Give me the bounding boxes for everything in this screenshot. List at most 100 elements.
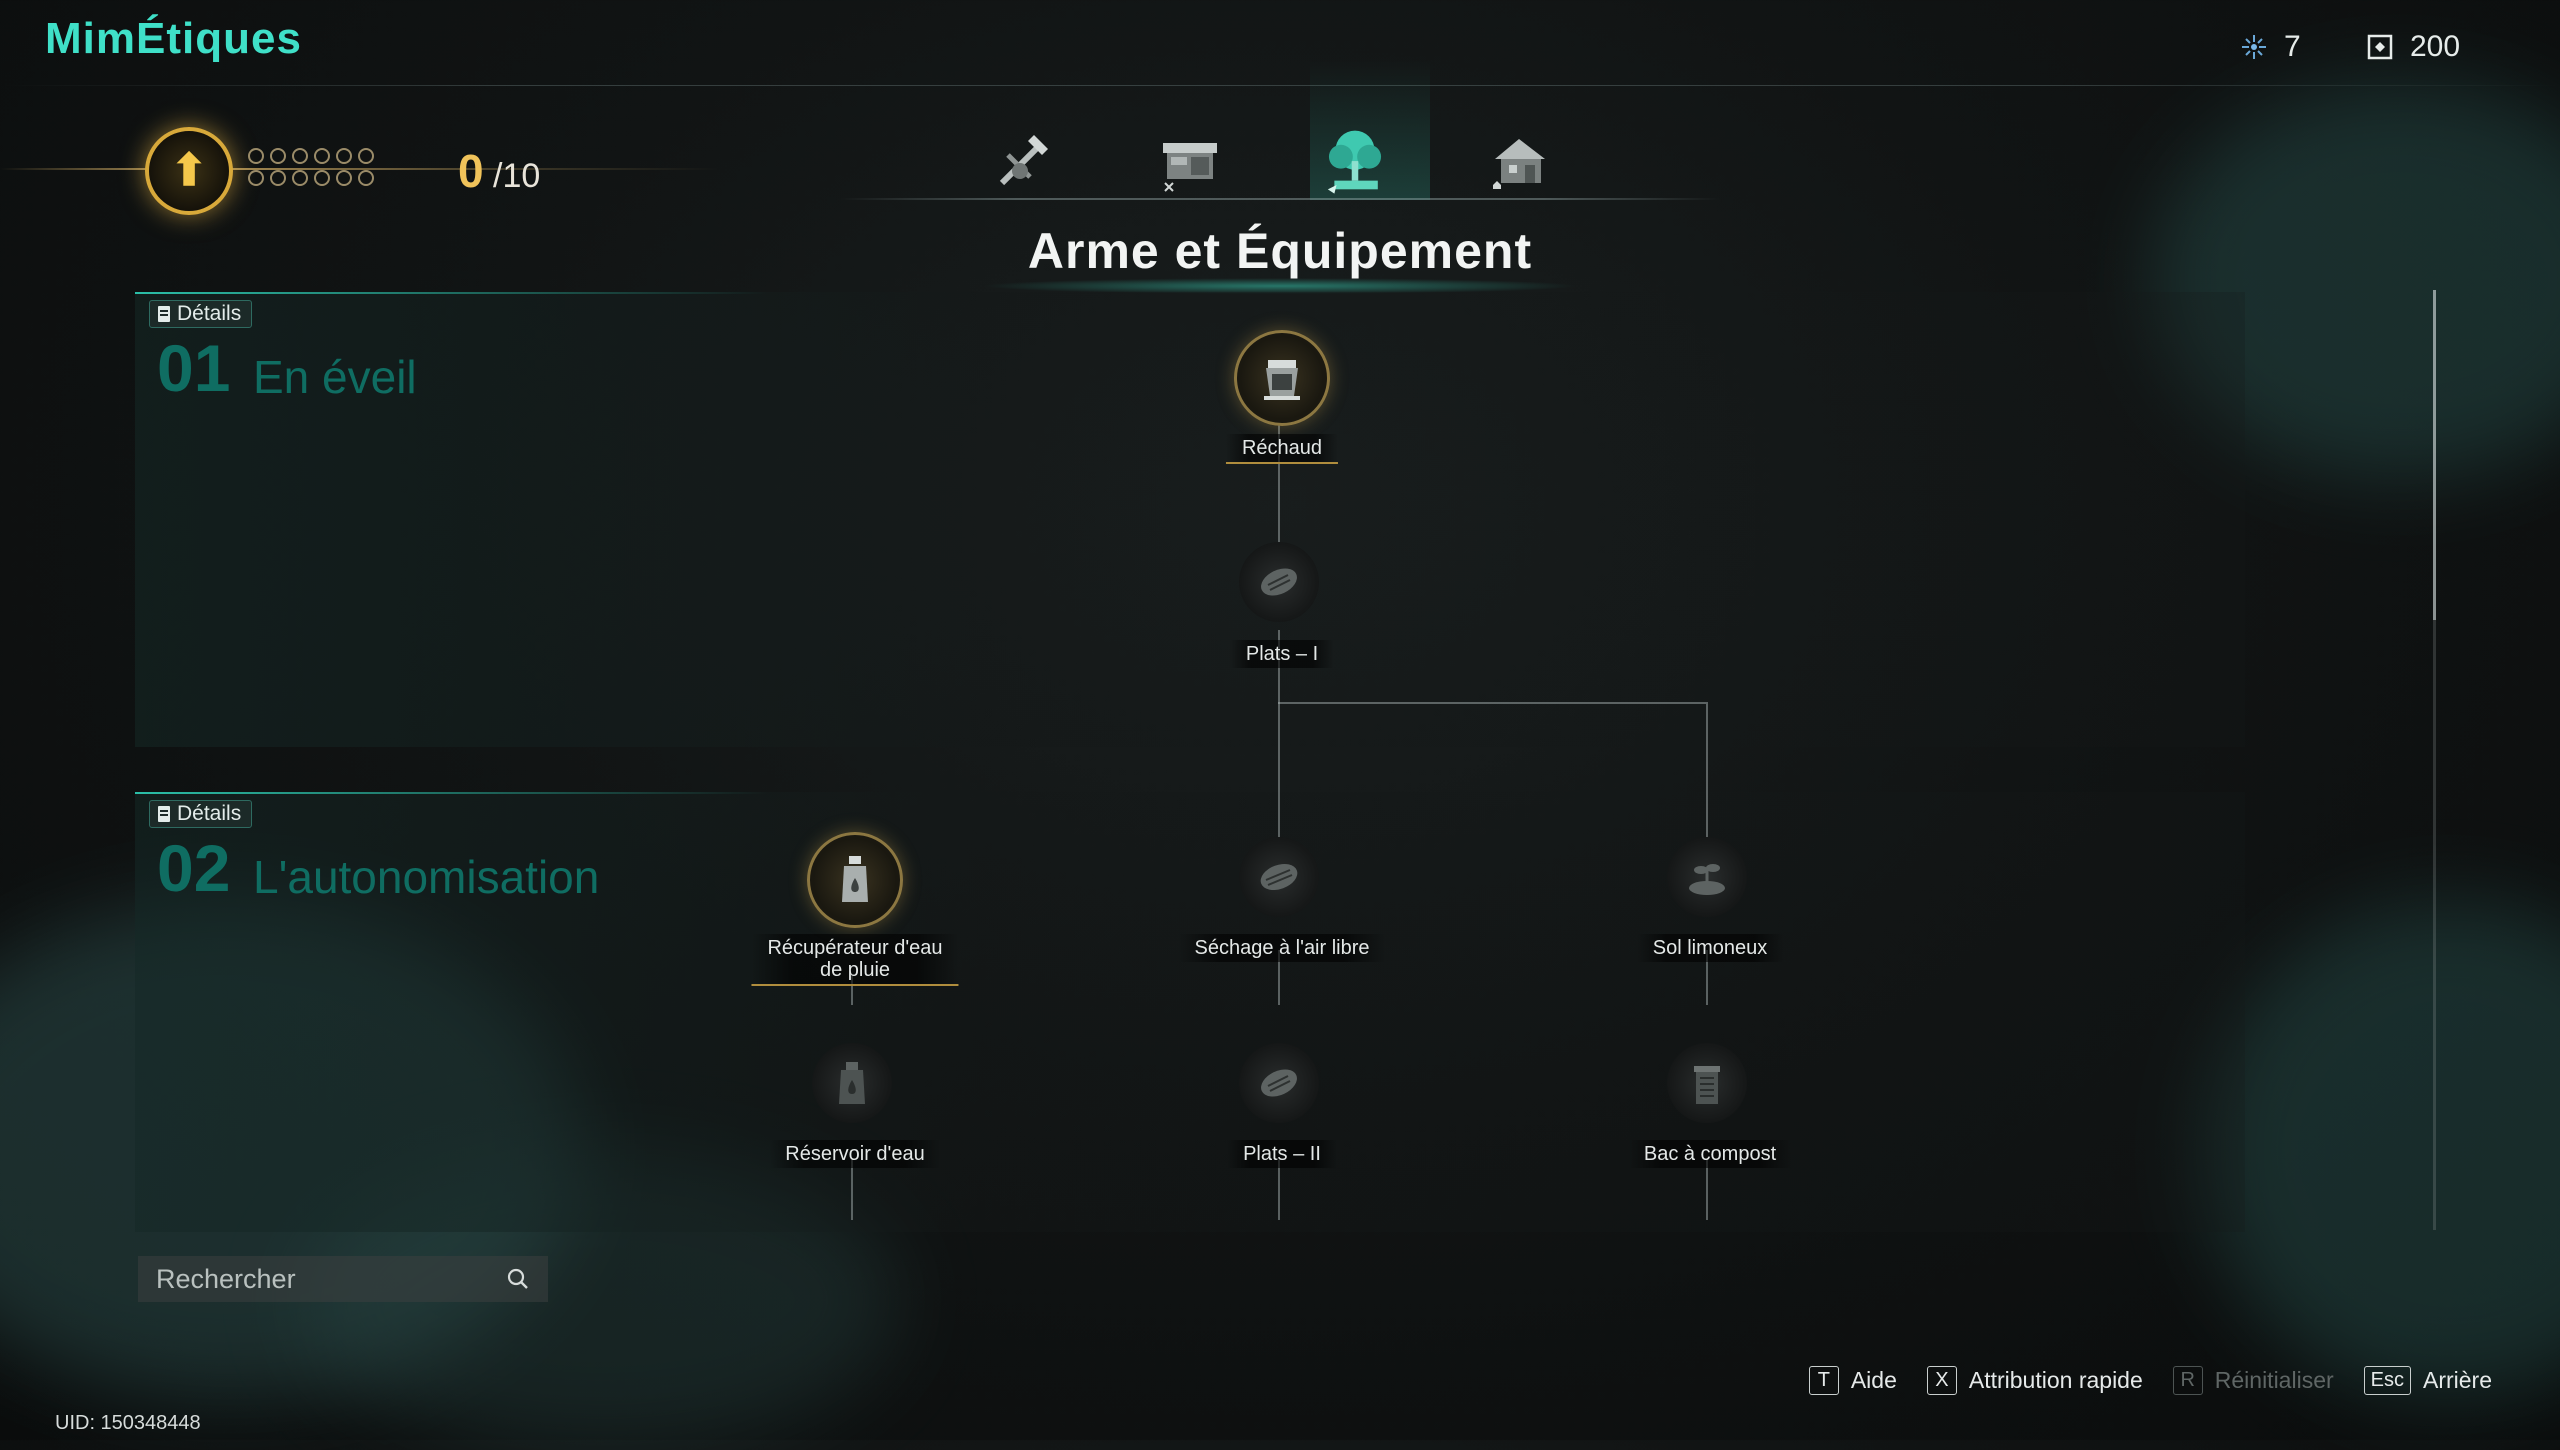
panel-top-line xyxy=(135,792,2245,794)
tree-icon xyxy=(1327,130,1382,194)
tree-connector xyxy=(1706,702,1708,842)
scrollbar-track[interactable] xyxy=(2433,290,2436,1230)
details-button[interactable]: Détails xyxy=(149,300,253,328)
sparkle-icon xyxy=(2242,35,2266,59)
tier-number: 02 xyxy=(157,831,231,905)
dried-meat-icon xyxy=(1260,863,1298,891)
back-hint[interactable]: Esc Arrière xyxy=(2363,1366,2492,1395)
level-pip xyxy=(270,170,286,186)
document-icon xyxy=(158,306,170,322)
currency-value: 200 xyxy=(2410,30,2461,63)
tree-connector xyxy=(1278,702,1706,704)
search-icon[interactable] xyxy=(506,1267,530,1291)
search-box xyxy=(138,1256,548,1302)
tree-connector xyxy=(1706,950,1708,1005)
key-hints: T Aide X Attribution rapide R Réinitiali… xyxy=(1808,1366,2492,1395)
level-count: 0 /10 xyxy=(458,145,541,197)
key-cap: R xyxy=(2172,1366,2203,1395)
active-tab-glow xyxy=(1310,60,1430,200)
details-label: Détails xyxy=(177,302,242,325)
hint-label: Arrière xyxy=(2422,1367,2492,1393)
tier-panel-01: Détails 01 En éveil xyxy=(135,292,2245,747)
skill-label-line: Récupérateur d'eau xyxy=(767,937,943,959)
category-tabs xyxy=(970,120,1590,200)
tab-tree[interactable] xyxy=(1315,120,1395,200)
meat-icon xyxy=(1261,568,1297,596)
level-pip xyxy=(292,170,308,186)
tree-connector xyxy=(1278,420,1280,580)
skill-label-plats-1: Plats – I xyxy=(1229,640,1335,668)
help-hint[interactable]: T Aide xyxy=(1808,1366,1897,1395)
house-icon xyxy=(1493,139,1545,189)
skill-node-plats-2[interactable] xyxy=(1239,1043,1319,1123)
tier-name: En éveil xyxy=(253,351,417,403)
background-mist xyxy=(2200,900,2560,1400)
skill-points-value: 7 xyxy=(2284,30,2301,63)
skill-node-rechaud[interactable] xyxy=(1234,330,1330,426)
player-uid: UID: 150348448 xyxy=(55,1412,201,1434)
tree-connector xyxy=(851,1160,853,1220)
compost-bin-icon xyxy=(1694,1066,1720,1104)
search-input[interactable] xyxy=(154,1262,488,1296)
crossed-tools-icon xyxy=(999,135,1048,186)
tabs-divider xyxy=(840,198,1720,200)
tab-workbench[interactable] xyxy=(1150,120,1230,200)
level-pip xyxy=(336,148,352,164)
skill-label-sechage: Séchage à l'air libre xyxy=(1178,934,1386,962)
level-pip xyxy=(358,170,374,186)
skill-label-reservoir: Réservoir d'eau xyxy=(769,1140,941,1168)
level-pip xyxy=(270,148,286,164)
skill-label-sol: Sol limoneux xyxy=(1636,934,1784,962)
tree-connector xyxy=(1278,950,1280,1005)
header-divider xyxy=(0,85,2560,86)
level-pips xyxy=(248,148,374,186)
tier-name: L'autonomisation xyxy=(253,851,600,903)
panel-top-line xyxy=(135,292,2245,294)
details-label: Détails xyxy=(177,802,242,825)
up-arrow-icon: ⬆ xyxy=(170,146,208,195)
section-title: Arme et Équipement xyxy=(1027,223,1533,279)
skill-node-sol[interactable] xyxy=(1667,837,1747,917)
hint-label: Réinitialiser xyxy=(2214,1367,2334,1393)
tree-connector xyxy=(851,975,853,1005)
level-pip xyxy=(314,170,330,186)
tier-number: 01 xyxy=(157,331,231,405)
workbench-icon xyxy=(1163,143,1217,192)
level-pip xyxy=(248,148,264,164)
quick-assign-hint[interactable]: X Attribution rapide xyxy=(1926,1366,2143,1395)
water-tank-icon xyxy=(839,1062,865,1104)
details-button[interactable]: Détails xyxy=(149,800,253,828)
level-pip xyxy=(314,148,330,164)
level-indicator: ⬆ 0 /10 xyxy=(0,120,720,220)
scan-frame-icon xyxy=(2367,34,2393,60)
tab-tools[interactable] xyxy=(985,120,1065,200)
level-up-badge[interactable]: ⬆ xyxy=(145,127,233,215)
skill-node-plats-1[interactable] xyxy=(1239,542,1319,622)
skill-node-recuperateur[interactable] xyxy=(807,832,903,928)
scrollbar-thumb[interactable] xyxy=(2433,290,2436,620)
skill-label-line: de pluie xyxy=(819,959,891,981)
level-pip xyxy=(248,170,264,186)
key-cap: X xyxy=(1926,1366,1957,1395)
stove-icon xyxy=(1264,360,1300,400)
skill-node-sechage[interactable] xyxy=(1239,837,1319,917)
bottle-icon xyxy=(842,856,868,902)
level-pip xyxy=(336,170,352,186)
section-title-glow xyxy=(980,278,1580,294)
level-streak xyxy=(0,168,720,170)
document-icon xyxy=(158,806,170,822)
skill-label-rechaud: Réchaud xyxy=(1225,434,1339,464)
currency-counter: 200 xyxy=(2366,30,2460,64)
skill-node-reservoir[interactable] xyxy=(812,1043,892,1123)
tree-connector xyxy=(1278,1160,1280,1220)
tab-house[interactable] xyxy=(1480,120,1560,200)
tier-panel-02: Détails 02 L'autonomisation xyxy=(135,792,2245,1232)
reset-hint[interactable]: R Réinitialiser xyxy=(2172,1366,2334,1395)
skill-label-bac: Bac à compost xyxy=(1627,1140,1793,1168)
skill-node-bac[interactable] xyxy=(1667,1043,1747,1123)
skill-label-plats-2: Plats – II xyxy=(1227,1140,1337,1168)
skill-points-counter: 7 xyxy=(2240,30,2301,64)
level-max: 10 xyxy=(502,157,541,195)
key-cap: Esc xyxy=(2363,1366,2411,1395)
key-cap: T xyxy=(1808,1366,1839,1395)
